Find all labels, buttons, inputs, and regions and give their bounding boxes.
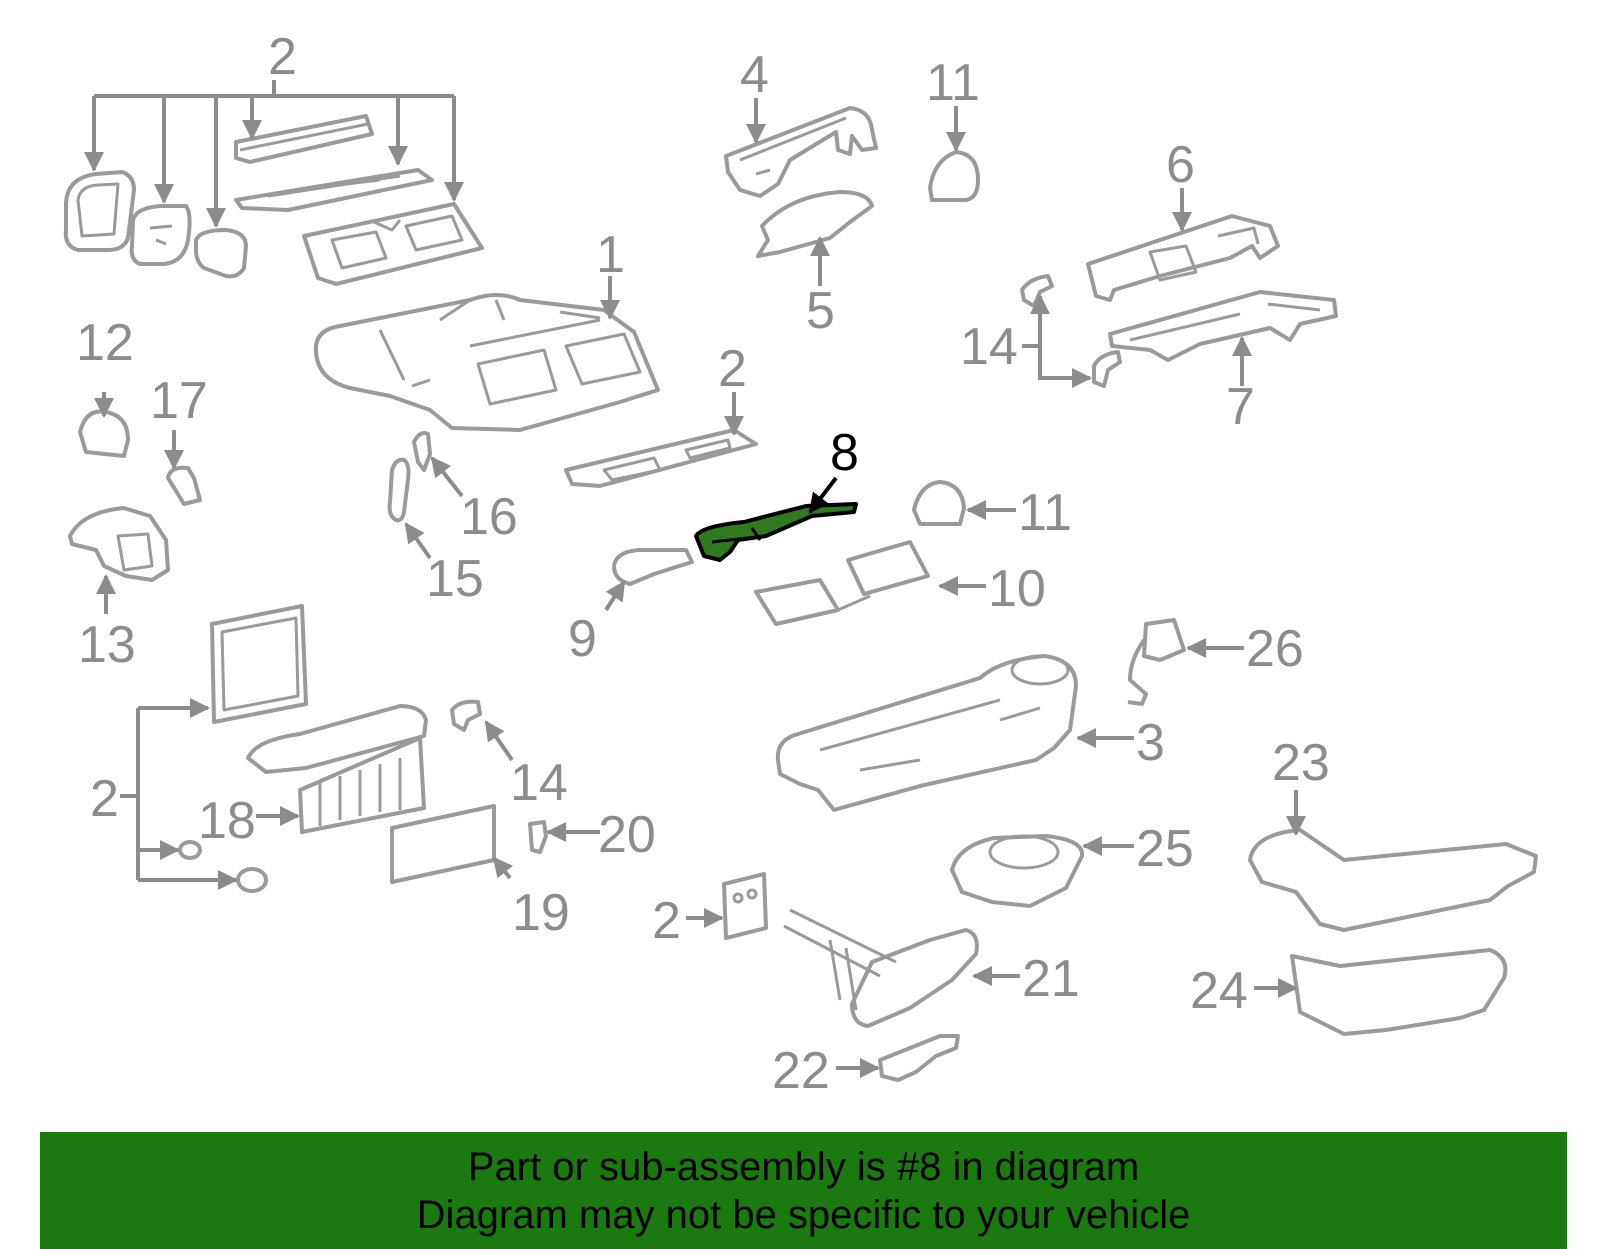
part-20 xyxy=(528,820,548,854)
part-2-grommet-small xyxy=(178,840,202,860)
callout-26: 26 xyxy=(1246,620,1304,678)
callout-16: 16 xyxy=(460,488,518,546)
notice-banner: Part or sub-assembly is #8 in diagram Di… xyxy=(40,1132,1567,1249)
part-19 xyxy=(390,804,496,884)
callout-4: 4 xyxy=(740,46,769,104)
callout-15: 15 xyxy=(426,550,484,608)
callout-2-lower-left: 2 xyxy=(90,770,119,828)
callout-8: 8 xyxy=(830,424,859,482)
part-12 xyxy=(78,409,130,458)
part-7 xyxy=(1108,290,1338,362)
part-9 xyxy=(612,548,694,586)
callout-11-top: 11 xyxy=(926,54,980,112)
part-1-case xyxy=(313,293,660,432)
callout-9: 9 xyxy=(568,610,597,668)
callout-2-middle: 2 xyxy=(718,340,747,398)
callout-19: 19 xyxy=(512,884,570,942)
part-16 xyxy=(412,431,432,472)
part-10 xyxy=(754,540,930,626)
part-26 xyxy=(1127,618,1186,706)
callout-17: 17 xyxy=(150,372,208,430)
callout-14-lower: 14 xyxy=(510,754,568,812)
part-24 xyxy=(1290,948,1508,1036)
part-6 xyxy=(1086,214,1280,302)
callout-13: 13 xyxy=(78,616,136,674)
callout-3: 3 xyxy=(1136,714,1165,772)
part-11-top xyxy=(928,150,980,202)
callout-20: 20 xyxy=(598,806,656,864)
callout-5: 5 xyxy=(806,282,835,340)
callout-18: 18 xyxy=(198,792,256,850)
part-group-2-top xyxy=(63,114,484,286)
callout-24: 24 xyxy=(1190,962,1248,1020)
part-11-middle xyxy=(912,480,966,526)
part-2-grommet-large xyxy=(236,867,268,893)
part-2-plate xyxy=(722,872,768,940)
part-22 xyxy=(878,1034,960,1082)
parts-diagram: 2 1 4 5 11 6 7 14 2 8 11 10 9 12 17 13 1… xyxy=(63,28,1538,1100)
part-15 xyxy=(387,457,411,523)
callout-6: 6 xyxy=(1166,136,1195,194)
part-14-top-a xyxy=(1020,274,1054,308)
callout-7: 7 xyxy=(1226,378,1255,436)
banner-line-1: Part or sub-assembly is #8 in diagram xyxy=(467,1144,1140,1189)
part-2-filter xyxy=(210,604,308,724)
part-23 xyxy=(1248,828,1538,932)
callout-12: 12 xyxy=(76,314,134,372)
part-25 xyxy=(950,834,1085,908)
part-14-top-b xyxy=(1092,350,1122,388)
callout-25: 25 xyxy=(1136,820,1194,878)
part-5 xyxy=(756,190,874,258)
banner-line-2: Diagram may not be specific to your vehi… xyxy=(416,1192,1191,1237)
part-8-highlighted xyxy=(694,502,858,562)
part-14-lower xyxy=(450,699,482,732)
leader-lines xyxy=(94,98,1306,1078)
callout-11-middle: 11 xyxy=(1018,484,1072,542)
callout-22: 22 xyxy=(772,1042,830,1100)
callout-2-top: 2 xyxy=(268,28,297,86)
callout-10: 10 xyxy=(988,560,1046,618)
part-3 xyxy=(775,654,1078,812)
callout-23: 23 xyxy=(1272,734,1330,792)
callout-1: 1 xyxy=(596,226,625,284)
part-2-middle xyxy=(564,428,758,488)
callout-labels: 2 1 4 5 11 6 7 14 2 8 11 10 9 12 17 13 1… xyxy=(76,28,1330,1100)
part-13 xyxy=(68,506,170,582)
leader-2-top xyxy=(84,80,464,228)
callout-21: 21 xyxy=(1022,950,1080,1008)
callout-2-lower-plate: 2 xyxy=(652,892,681,950)
part-4 xyxy=(724,106,878,198)
part-21 xyxy=(783,908,979,1028)
part-17 xyxy=(166,465,202,506)
callout-14-top: 14 xyxy=(960,318,1018,376)
part-18 xyxy=(246,704,428,834)
